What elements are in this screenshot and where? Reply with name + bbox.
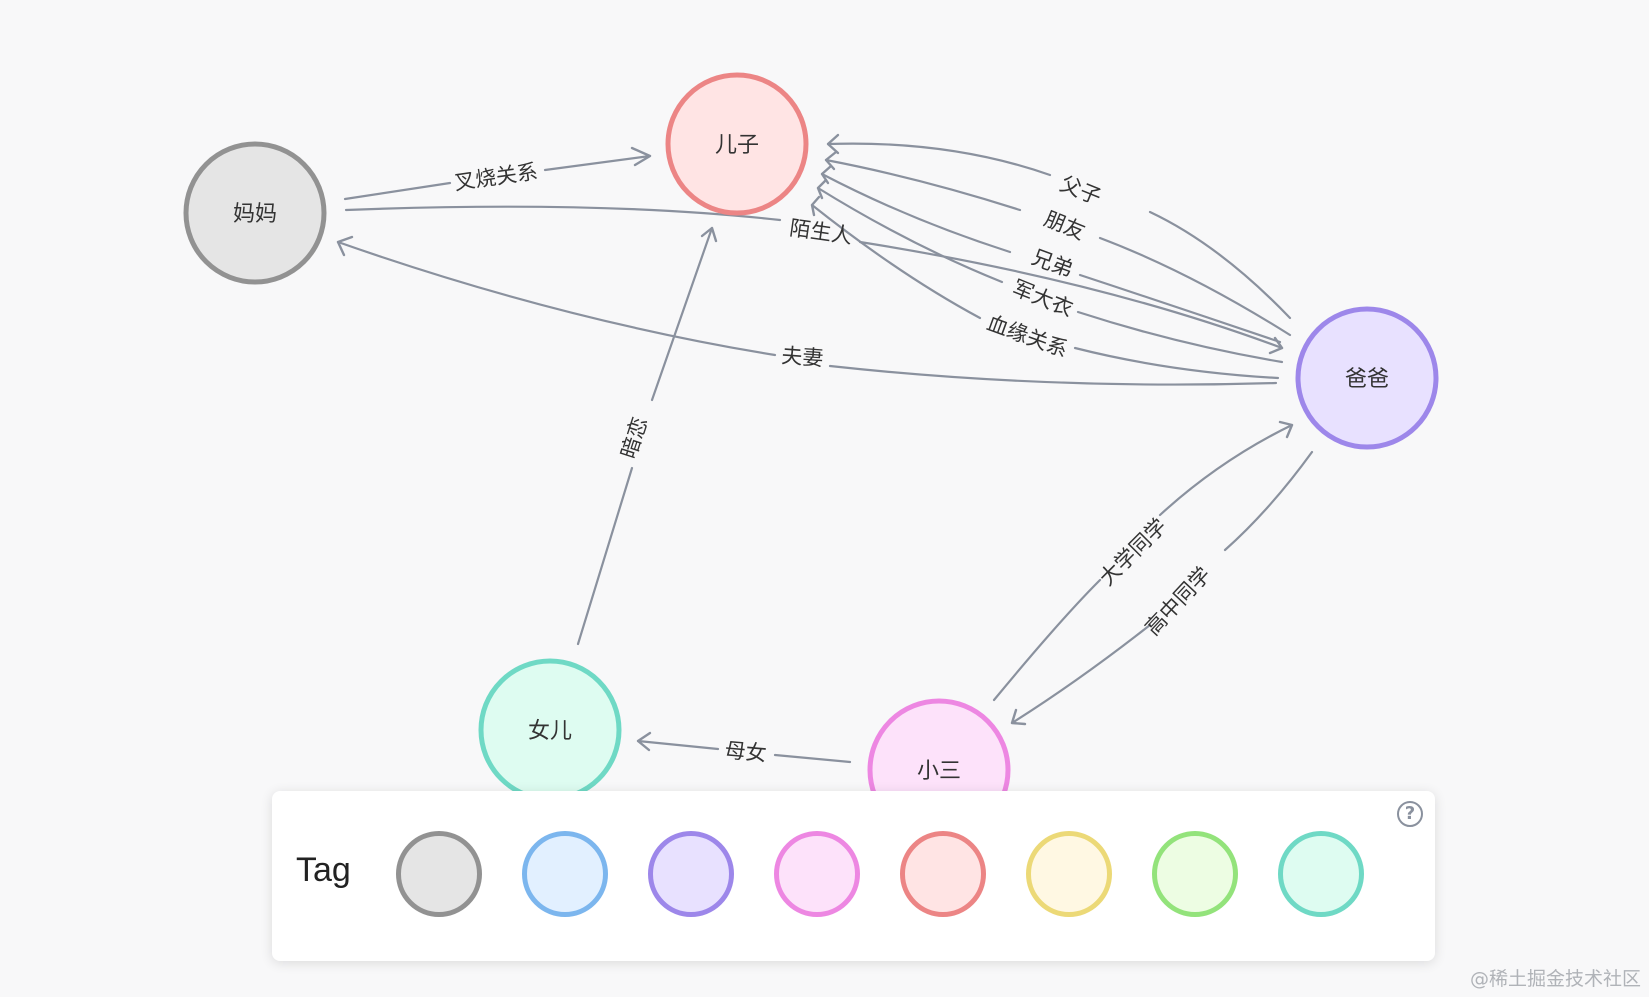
edge-label-pengyou: 朋友 <box>1041 207 1089 245</box>
edge-label-gaozhong: 高中同学 <box>1140 562 1215 640</box>
question-circle-icon[interactable]: ? <box>1397 801 1423 827</box>
node-label-baba: 爸爸 <box>1345 367 1389 392</box>
node-label-xiaosan: 小三 <box>917 759 961 784</box>
node-label-mama: 妈妈 <box>233 202 277 227</box>
swatch-gray[interactable] <box>396 831 482 917</box>
swatch-red[interactable] <box>900 831 986 917</box>
edge-mama-erzi[interactable] <box>343 146 652 201</box>
node-mama[interactable]: 妈妈 <box>183 141 327 285</box>
swatch-purple[interactable] <box>648 831 734 917</box>
edge-baba-xiaosan[interactable] <box>1010 450 1314 726</box>
swatch-green[interactable] <box>1152 831 1238 917</box>
edge-xiaosan-nver[interactable] <box>636 731 852 764</box>
swatch-blue[interactable] <box>522 831 608 917</box>
edge-label-anlian: 暗恋 <box>616 414 652 461</box>
swatch-pink[interactable] <box>774 831 860 917</box>
node-label-erzi: 儿子 <box>715 133 759 158</box>
swatch-teal[interactable] <box>1278 831 1364 917</box>
edge-label-daxue: 大学同学 <box>1095 514 1171 590</box>
edge-label-fuzi: 父子 <box>1057 172 1105 210</box>
edge-label-moshengren: 陌生人 <box>788 216 854 249</box>
edge-label-jiaoshao: 叉烧关系 <box>453 159 540 194</box>
edge-baba-erzi-fuzi[interactable] <box>826 133 1292 320</box>
edge-label-munv: 母女 <box>724 738 768 766</box>
graph-nodes: 妈妈 儿子 爸爸 女儿 小三 <box>183 72 1439 842</box>
node-erzi[interactable]: 儿子 <box>665 72 809 216</box>
edge-xiaosan-baba[interactable] <box>992 420 1294 702</box>
watermark: @稀土掘金技术社区 <box>1469 968 1641 990</box>
edge-nver-erzi[interactable] <box>576 226 718 646</box>
edge-baba-erzi-jundayi[interactable] <box>816 178 1284 364</box>
edge-label-xueyuan: 血缘关系 <box>984 311 1071 362</box>
edge-label-fuqi: 夫妻 <box>781 344 825 371</box>
node-label-nver: 女儿 <box>528 719 572 744</box>
swatch-yellow[interactable] <box>1026 831 1112 917</box>
node-nver[interactable]: 女儿 <box>478 658 622 802</box>
tag-panel: Tag ? <box>272 791 1435 961</box>
tag-panel-title: Tag <box>296 851 351 889</box>
graph-edges <box>336 133 1314 764</box>
node-baba[interactable]: 爸爸 <box>1295 306 1439 450</box>
edge-baba-mama[interactable] <box>336 235 1278 386</box>
edge-baba-erzi-xueyuan[interactable] <box>810 195 1280 380</box>
